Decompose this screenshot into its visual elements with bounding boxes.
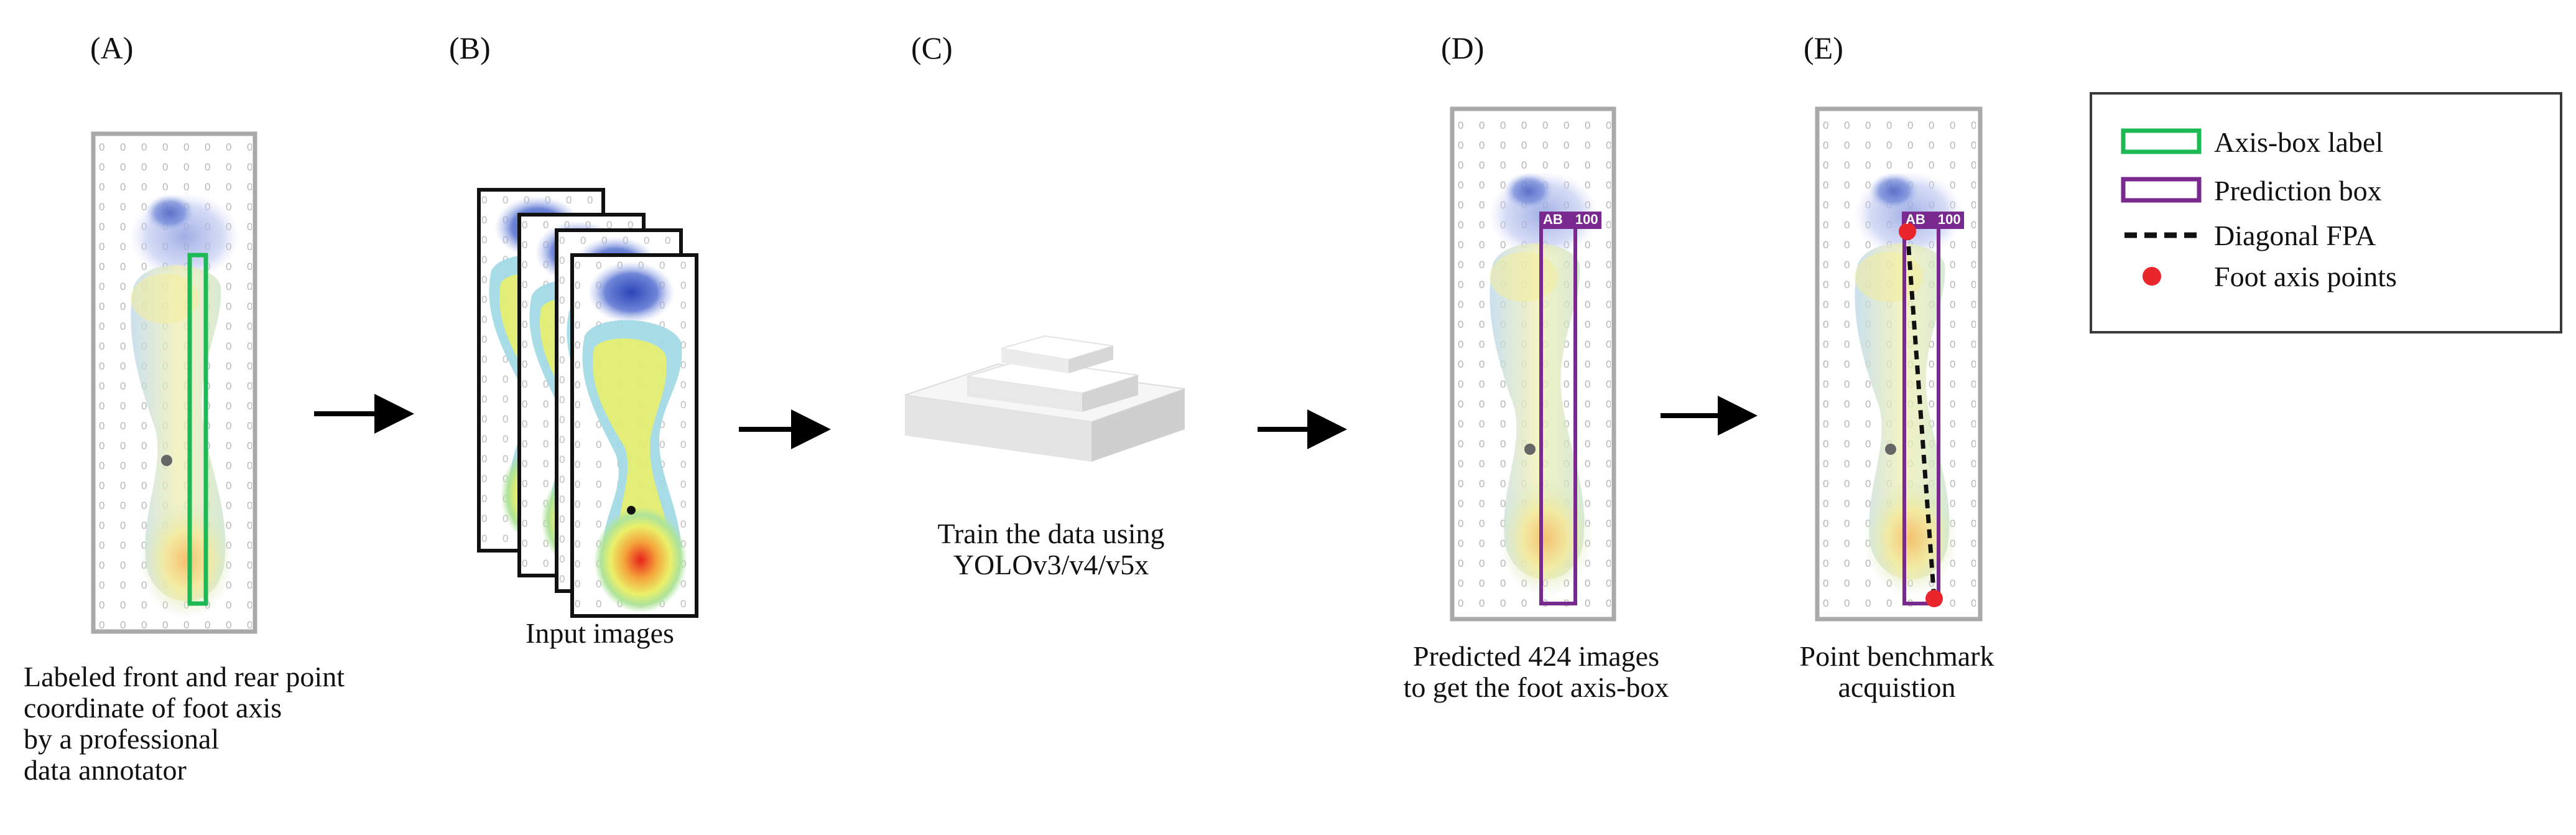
front-axis-point [1899, 223, 1916, 240]
caption-c: Train the data using YOLOv3/v4/v5x [889, 518, 1213, 581]
panel-label-a: (A) [90, 30, 134, 65]
legend-item-diagonal-fpa: Diagonal FPA [2092, 218, 2560, 255]
legend-item-prediction-box: Prediction box [2092, 173, 2560, 210]
panel-label-e: (E) [1804, 30, 1843, 65]
caption-a-line: coordinate of foot axis [24, 692, 282, 724]
prediction-score-e: 100 [1937, 212, 1961, 227]
caption-d-line: to get the foot axis-box [1403, 671, 1669, 703]
legend: Axis-box label Prediction box Diagonal F… [2090, 92, 2562, 334]
panel-a-figure [91, 131, 257, 634]
prediction-class-e: AB [1906, 212, 1925, 227]
legend-label: Axis-box label [2214, 126, 2384, 158]
caption-a: Labeled front and rear point coordinate … [24, 661, 422, 786]
caption-e: Point benchmark acquistion [1772, 641, 2021, 703]
green-box-icon [2121, 128, 2202, 154]
axis-box-label-a [187, 253, 208, 606]
panel-c-model-icon [904, 335, 1185, 462]
panel-d-figure [1450, 106, 1616, 622]
caption-a-line: by a professional [24, 723, 220, 755]
red-dot-icon [2143, 267, 2161, 286]
dashed-line-icon [2124, 232, 2198, 238]
caption-c-line: YOLOv3/v4/v5x [953, 549, 1149, 581]
legend-label: Prediction box [2214, 175, 2382, 207]
prediction-class-d: AB [1543, 212, 1563, 227]
purple-box-icon [2121, 177, 2202, 203]
caption-b: Input images [526, 618, 725, 649]
diagonal-fpa-line [1905, 231, 1937, 599]
panel-b-figure [477, 188, 698, 618]
legend-item-axis-box: Axis-box label [2092, 124, 2560, 162]
caption-a-line: Labeled front and rear point [24, 661, 345, 693]
caption-a-line: data annotator [24, 754, 187, 786]
caption-c-line: Train the data using [937, 518, 1165, 549]
prediction-tag-d: AB 100 [1543, 210, 1603, 229]
caption-e-line: acquistion [1838, 671, 1956, 703]
panel-label-c: (C) [911, 30, 953, 65]
panel-label-b: (B) [449, 30, 491, 65]
panel-e-figure [1815, 106, 1983, 622]
panel-label-d: (D) [1441, 30, 1485, 65]
caption-b-line: Input images [526, 617, 674, 649]
caption-d: Predicted 424 images to get the foot axi… [1362, 641, 1710, 703]
legend-label: Diagonal FPA [2214, 220, 2376, 251]
legend-label: Foot axis points [2214, 261, 2397, 292]
prediction-score-d: 100 [1575, 212, 1598, 227]
caption-d-line: Predicted 424 images [1412, 640, 1659, 672]
caption-e-line: Point benchmark [1799, 640, 1995, 672]
prediction-tag-e: AB 100 [1906, 210, 1965, 229]
legend-item-foot-axis-points: Foot axis points [2092, 259, 2560, 296]
rear-axis-point [1925, 590, 1943, 607]
